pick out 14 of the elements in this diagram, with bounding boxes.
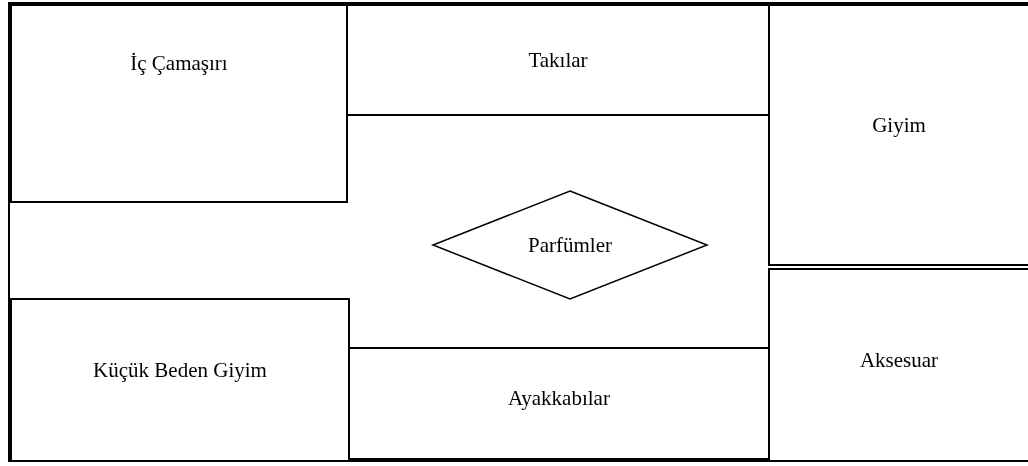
floor-plan-outline [8, 2, 1028, 462]
floor-area [768, 4, 1028, 266]
area-label: Aksesuar [859, 347, 939, 373]
floor-area [348, 347, 770, 460]
floor-area [10, 4, 348, 203]
area-label: Takılar [528, 47, 588, 73]
area-label: Parfümler [528, 232, 612, 258]
floor-area [10, 298, 350, 462]
area-label: Küçük Beden Giyim [93, 357, 267, 383]
area-label: Giyim [872, 112, 926, 138]
area-label: Ayakkabılar [508, 386, 610, 411]
floor-area [346, 4, 770, 116]
area-label: İç Çamaşırı [130, 51, 228, 76]
diamond-area [432, 190, 708, 300]
